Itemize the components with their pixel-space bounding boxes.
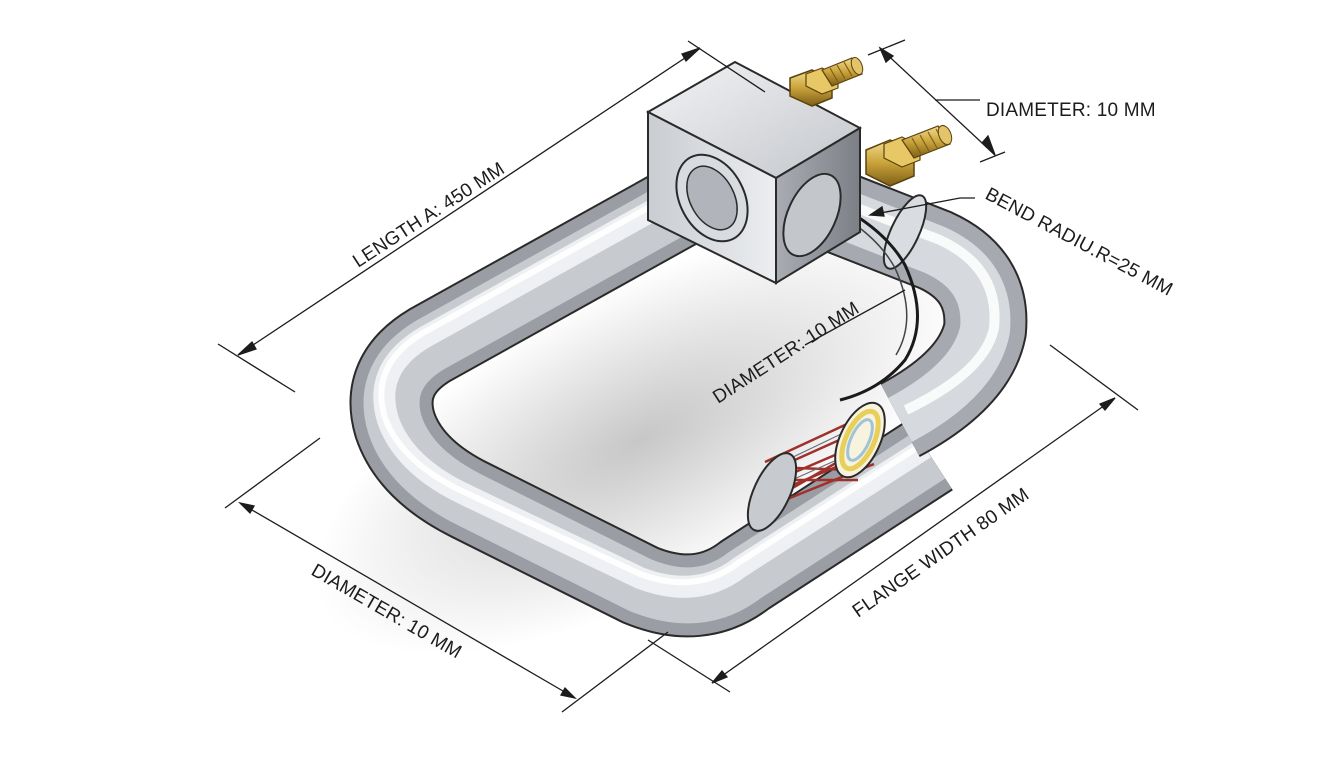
dimension-bend-radius <box>868 197 975 217</box>
dimension-diameter-top <box>867 39 1006 163</box>
terminal-block <box>645 60 863 285</box>
dimension-length-a <box>217 40 766 393</box>
label-diameter-top: DIAMETER: 10 MM <box>986 100 1156 121</box>
right-tube-leg <box>804 165 1028 458</box>
brass-terminal-top <box>789 56 864 107</box>
dimension-diameter-bottom <box>224 437 669 713</box>
dimension-diameter-inner <box>804 289 906 346</box>
u-tube <box>349 155 953 638</box>
label-length-a: LENGTH A: 450 MM <box>349 159 508 273</box>
signal-cable <box>804 188 919 402</box>
dimension-flange-width <box>647 344 1139 693</box>
brass-terminal-bottom <box>865 124 953 187</box>
threaded-stud-top <box>821 56 864 87</box>
dimension-lines <box>217 39 1139 713</box>
threaded-stud-bottom <box>901 124 953 159</box>
cutaway-section <box>746 401 886 532</box>
